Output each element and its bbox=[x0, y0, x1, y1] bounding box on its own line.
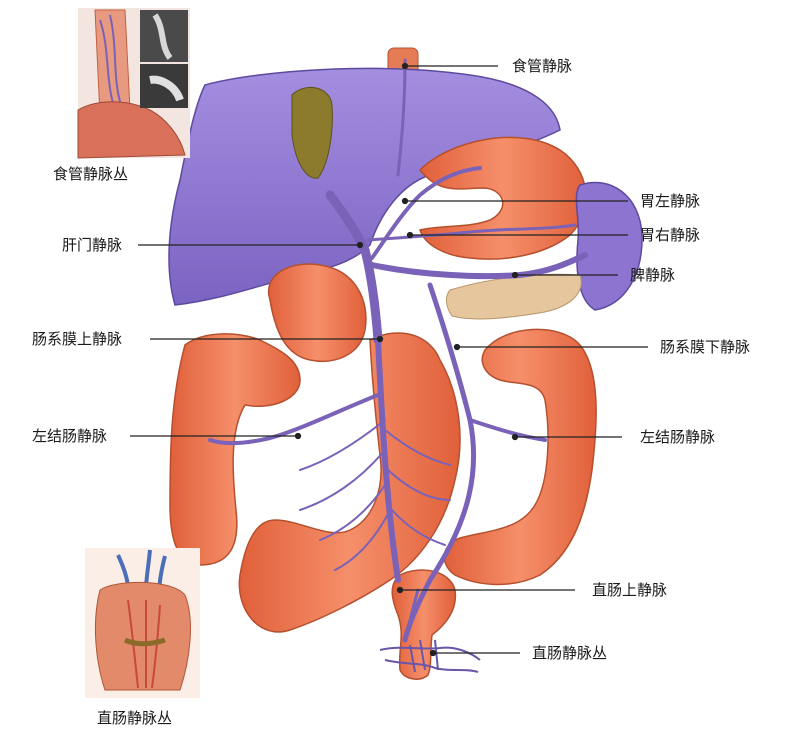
label-esophageal-venous-plexus: 食管静脉丛 bbox=[53, 165, 128, 183]
label-hepatic-portal-vein: 肝门静脉 bbox=[62, 236, 122, 254]
inset-esophagus bbox=[78, 8, 190, 158]
label-inferior-mesenteric-vein: 肠系膜下静脉 bbox=[660, 338, 750, 356]
pancreas bbox=[446, 274, 581, 319]
inset-rectum bbox=[85, 548, 200, 698]
descending-colon bbox=[444, 329, 596, 584]
label-left-colic-vein-right: 左结肠静脉 bbox=[640, 428, 715, 446]
stomach bbox=[420, 137, 586, 259]
duodenum bbox=[269, 264, 366, 361]
label-left-colic-vein-left: 左结肠静脉 bbox=[32, 427, 107, 445]
label-rectal-venous-plexus-corner: 直肠静脉丛 bbox=[97, 709, 172, 727]
label-superior-rectal-vein: 直肠上静脉 bbox=[592, 581, 667, 599]
label-superior-mesenteric-vein: 肠系膜上静脉 bbox=[32, 330, 122, 348]
label-splenic-vein: 脾静脉 bbox=[630, 266, 675, 284]
label-right-gastric-vein: 胃右静脉 bbox=[640, 226, 700, 244]
label-rectal-venous-plexus-center: 直肠静脉丛 bbox=[532, 644, 607, 662]
label-esophageal-vein: 食管静脉 bbox=[512, 57, 572, 75]
label-left-gastric-vein: 胃左静脉 bbox=[640, 192, 700, 210]
